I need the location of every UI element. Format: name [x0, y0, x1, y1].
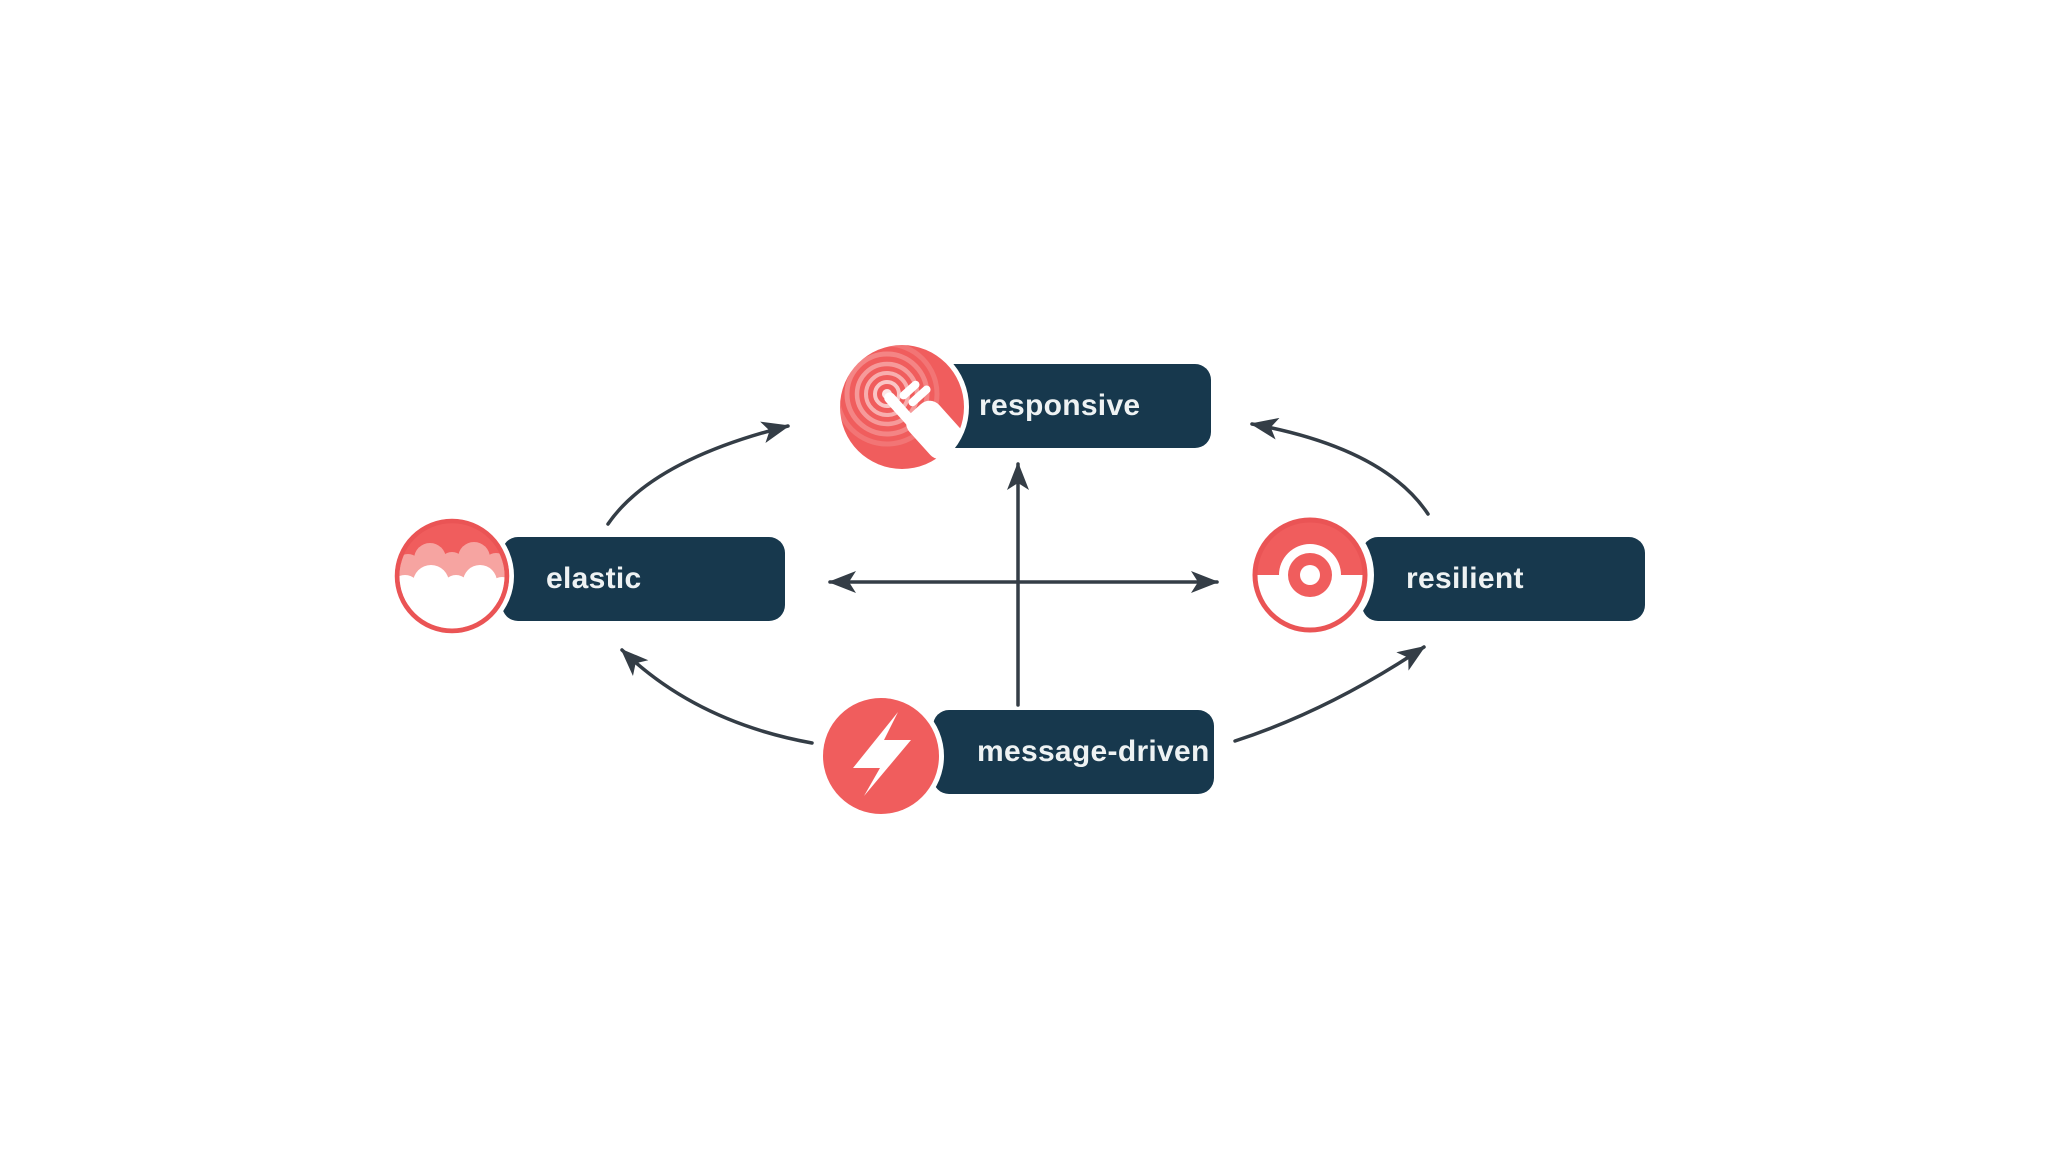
node-responsive-label: responsive [979, 389, 1141, 422]
arrow-message-driven-to-resilient [1233, 645, 1426, 743]
node-message-driven: message-driven [933, 710, 1214, 794]
arrow-message-driven-to-elastic [620, 648, 814, 745]
lightning-bolt-icon [818, 693, 944, 819]
lifebuoy-icon [1246, 511, 1374, 639]
arrow-resilient-to-responsive [1250, 417, 1430, 516]
cloud-back-layer [399, 542, 505, 598]
node-elastic-label: elastic [546, 562, 642, 595]
node-responsive: responsive [935, 364, 1211, 448]
node-resilient: resilient [1362, 537, 1645, 621]
arrow-elastic-to-responsive [606, 421, 790, 526]
node-message-driven-label: message-driven [977, 735, 1210, 768]
node-elastic: elastic [502, 537, 785, 621]
node-resilient-label: resilient [1406, 562, 1524, 595]
cloud-icon [390, 514, 514, 638]
cloud-front-layer [399, 565, 505, 629]
